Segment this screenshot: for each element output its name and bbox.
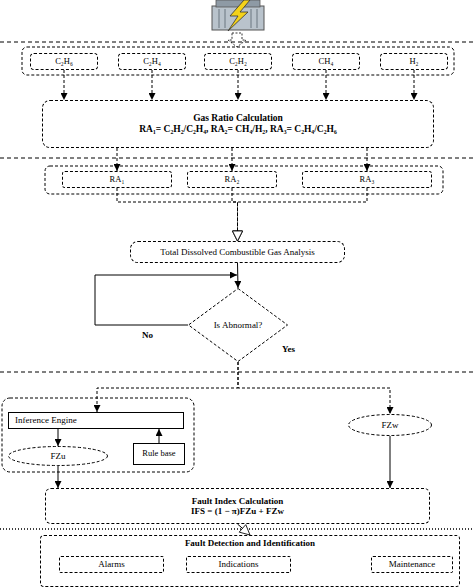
gas-box: C₂H₂ [204,53,272,70]
flow-arrow [117,188,238,241]
decision-diamond: Is Abnormal? [188,288,288,362]
flow-arrow [237,263,239,288]
flow-arrow [58,466,59,488]
ratio-box: RA₂ [187,171,277,188]
flow-arrow [390,436,391,488]
flow-arrow [152,70,153,100]
node-text: FZw [381,420,398,430]
ratio-box: RA₃ [302,171,432,188]
flow-arrow [97,362,238,412]
node-text: C₂H₂ [229,57,247,67]
group-frame [2,398,194,472]
process-box: Rule base [133,443,185,465]
edge-label: Yes [282,344,295,354]
node-text: RA₂ [225,175,240,185]
node-text: FZu [50,451,65,461]
node-text: Indications [219,559,259,569]
transformer-illustration [212,0,264,31]
node-text: CH₄ [319,57,334,67]
section-separator [0,372,474,373]
factor-ellipse: FZu [8,446,108,466]
flow-arrow [238,70,239,100]
flow-arrow [58,429,59,446]
process-box: Fault Index CalculationIFS = (1 − π)FZu … [45,488,430,524]
node-text: Gas Ratio Calculation [193,113,283,124]
gas-box: CH₄ [292,53,360,70]
gas-box: C₂H₆ [30,53,98,70]
output-item: Alarms [59,556,164,573]
process-box: Inference Engine [8,412,184,429]
flow-arrow [238,188,368,241]
node-text: Is Abnormal? [214,320,263,330]
edge-label: No [142,330,153,340]
gas-box: H₂ [380,53,448,70]
node-text: Fault Detection and Identification [185,538,315,548]
node-text: Total Dissolved Combustible Gas Analysis [160,247,314,257]
section-separator [0,528,474,530]
flow-arrow [159,429,160,443]
output-item: Indications [186,556,291,573]
flow-arrow [95,275,237,325]
block-arrow [228,33,246,47]
node-text: C₂H₆ [55,57,73,67]
group-frame [45,166,443,194]
output-box: Fault Detection and IdentificationAlarms… [40,535,460,587]
flow-arrow [117,148,118,171]
gas-box: C₂H₄ [118,53,186,70]
section-separator [0,42,474,43]
node-text: RA₃ [360,175,375,185]
section-separator [0,158,474,159]
flow-arrow [232,188,238,241]
node-text: Alarms [98,559,125,569]
node-text: H₂ [409,57,418,67]
flow-arrow [232,148,233,171]
node-text: RA₁= C₂H₂/C₂H₄, RA₂= CH₄/H₂, RA₃= C₂H₄/C… [139,124,337,135]
flow-arrow [326,70,327,100]
process-box: Total Dissolved Combustible Gas Analysis [130,241,345,263]
node-text: Fault Index Calculation [192,496,284,506]
output-item: Maintenance [371,556,453,573]
flow-arrow [414,70,415,100]
flow-arrow [238,524,251,535]
node-text: C₂H₄ [143,57,161,67]
flow-arrow [64,70,65,100]
process-box: Gas Ratio CalculationRA₁= C₂H₂/C₂H₄, RA₂… [42,100,434,148]
flow-arrow [367,148,368,171]
group-frame [22,47,454,75]
flow-arrow [238,362,390,414]
factor-ellipse: FZw [348,414,432,436]
ratio-box: RA₁ [62,171,172,188]
node-text: Rule base [142,449,175,459]
node-text: Maintenance [389,559,435,569]
node-text: Inference Engine [15,415,77,425]
node-text: IFS = (1 − π)FZu + FZw [191,506,284,516]
node-text: RA₁ [110,175,125,185]
